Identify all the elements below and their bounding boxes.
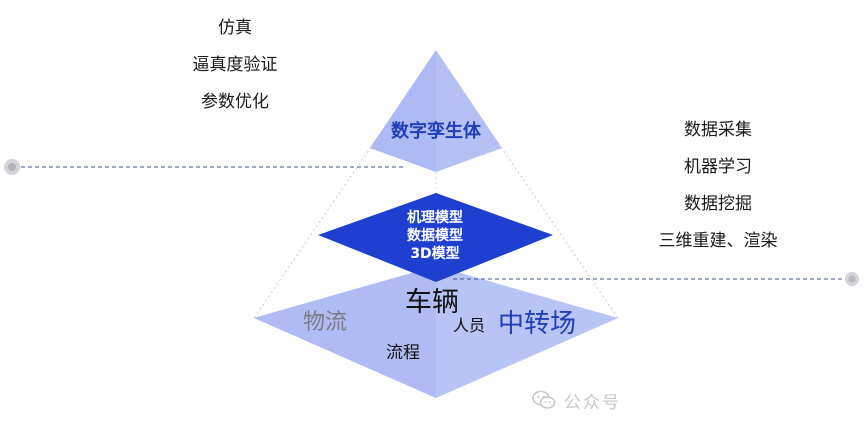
middle-layer-label: 机理模型 xyxy=(407,210,463,226)
right-feature-list: 数据采集 机器学习 数据挖掘 三维重建、渲染 xyxy=(633,120,803,268)
left-list-item: 参数优化 xyxy=(201,92,269,112)
base-label-wuliu: 物流 xyxy=(302,310,348,335)
left-marker-dot-core xyxy=(8,163,16,171)
right-list-item: 三维重建、渲染 xyxy=(658,231,778,251)
base-layer-left-face xyxy=(254,266,436,398)
right-list-item: 机器学习 xyxy=(684,157,752,177)
right-list-item: 数据采集 xyxy=(684,120,752,140)
pyramid-right-edge xyxy=(435,51,619,319)
left-list-item: 逼真度验证 xyxy=(192,55,278,75)
middle-layer xyxy=(318,193,553,282)
pyramid-left-edge xyxy=(253,51,437,319)
watermark: 公众号 xyxy=(532,382,822,418)
left-feature-list: 仿真 逼真度验证 参数优化 xyxy=(155,18,315,129)
right-list-item: 数据挖掘 xyxy=(684,194,752,214)
middle-layer-label: 3D模型 xyxy=(410,246,460,262)
base-label-renyuan: 人员 xyxy=(452,316,486,335)
base-label-cheliang: 车辆 xyxy=(405,287,459,318)
top-layer-left-face xyxy=(370,50,436,172)
middle-layer-label: 数据模型 xyxy=(407,228,463,244)
wechat-icon xyxy=(532,390,556,409)
base-label-zhuanchang: 中转场 xyxy=(497,309,577,339)
right-marker-dot-core xyxy=(848,275,856,283)
watermark-text: 公众号 xyxy=(564,392,621,413)
middle-layer-labels: 机理模型 数据模型 3D模型 xyxy=(365,209,505,263)
top-layer-title: 数字孪生体 xyxy=(391,121,481,142)
left-list-item: 仿真 xyxy=(218,18,252,38)
base-label-liucheng: 流程 xyxy=(386,343,420,363)
